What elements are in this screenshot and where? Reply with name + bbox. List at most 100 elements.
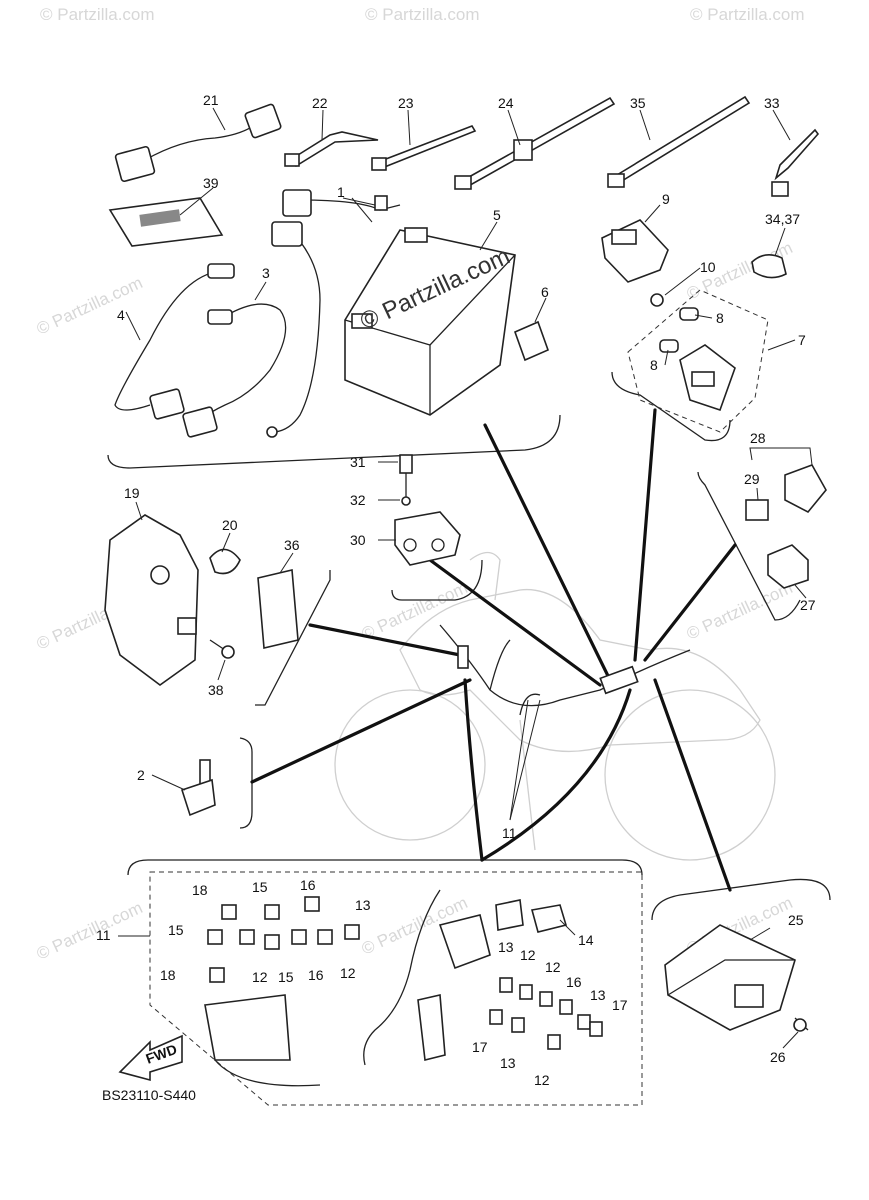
group-brackets (107, 289, 831, 1106)
wire-harness (439, 624, 691, 716)
callout-30: 30 (350, 532, 366, 548)
fuse-block-wire (214, 1059, 321, 1087)
callout-28: 28 (750, 430, 766, 446)
connector (149, 388, 185, 420)
relay-leader (633, 408, 657, 662)
relay-fuse (691, 371, 715, 387)
part-15-fuse (264, 934, 280, 950)
watermark: © Partzilla.com (40, 5, 155, 24)
harness-junction (599, 665, 639, 695)
part-6-block (513, 320, 550, 362)
connector (244, 103, 282, 139)
fuse-harness-plug (495, 899, 524, 931)
callout-17a: 17 (612, 997, 628, 1013)
bracket-28 (749, 447, 813, 466)
bolt-leader (428, 558, 602, 687)
fuse-right-leader (480, 688, 632, 862)
callout-26: 26 (770, 1049, 786, 1065)
ecu-bracket (255, 570, 331, 706)
callout-16c: 16 (566, 974, 582, 990)
part-13-fuse (499, 977, 513, 993)
sensor-bracket (239, 737, 253, 829)
part-25-regulator (664, 924, 809, 1032)
battery-terminal (404, 227, 428, 243)
part-23-tie (376, 125, 477, 169)
part-4-wire (114, 271, 216, 411)
part-3-4-leads (114, 263, 287, 438)
callout-38: 38 (208, 682, 224, 698)
watermark: © Partzilla.com (34, 898, 146, 964)
sensor-body (180, 778, 216, 817)
part-13-fuse (344, 924, 360, 940)
part-17-fuse (589, 1021, 603, 1037)
battery-terminal (351, 313, 373, 329)
group-leaders (250, 408, 737, 892)
part-31-bolt-head (399, 454, 413, 474)
cover (104, 514, 199, 686)
watermark: © Partzilla.com (34, 273, 146, 339)
callout-7: 7 (798, 332, 806, 348)
part-30-31-32-bracket (394, 454, 461, 566)
part-34-37-clamp (751, 254, 787, 279)
part-15-fuse (207, 929, 223, 945)
callout-4: 4 (117, 307, 125, 323)
part-1-battery-cable (266, 189, 401, 438)
callout-15b: 15 (168, 922, 184, 938)
callout-18a: 18 (192, 882, 208, 898)
relay-bracket (611, 371, 731, 442)
callout-8b: 8 (650, 357, 658, 373)
fuse-box-bracket (127, 859, 643, 876)
bodywork-outline (399, 588, 761, 753)
callout-31: 31 (350, 454, 366, 470)
callout-2: 2 (137, 767, 145, 783)
fuse-block-housing (204, 994, 291, 1061)
part-18-fuse (221, 904, 237, 920)
callout-9: 9 (662, 191, 670, 207)
part-36-block (257, 569, 299, 649)
callout-13d: 13 (500, 1055, 516, 1071)
part-12-fuse (519, 984, 533, 1000)
callout-21: 21 (203, 92, 219, 108)
harness-connector (457, 645, 469, 669)
callout-34-37: 34,37 (765, 211, 800, 227)
part-20-clamp (209, 548, 241, 575)
callout-12e: 12 (534, 1072, 550, 1088)
battery-body (344, 229, 516, 416)
bracket-hole (403, 538, 417, 552)
part-27-28-29-connectors (745, 447, 827, 589)
callout-14: 14 (578, 932, 594, 948)
fuse-harness (363, 889, 441, 1066)
part-18-fuse (209, 967, 225, 983)
tie-head (454, 175, 472, 190)
callout-29: 29 (744, 471, 760, 487)
callout-12b: 12 (545, 959, 561, 975)
bolt-bracket (391, 559, 483, 601)
fuse-harness-connector (438, 914, 491, 970)
ecu-leader (308, 623, 462, 657)
callout-12c: 12 (252, 969, 268, 985)
harness-branch (519, 693, 541, 716)
part-13-fuse (577, 1014, 591, 1030)
part-2-sensor (180, 759, 216, 817)
part-28-connector (784, 464, 827, 514)
part-12-fuse (317, 929, 333, 945)
callout-13a: 13 (355, 897, 371, 913)
cable-ties (284, 95, 820, 197)
watermark: © Partzilla.com (365, 5, 480, 24)
rear-wheel-outline (604, 689, 776, 861)
part-3-wire (199, 303, 287, 421)
sensor-leader (250, 678, 472, 784)
cover-tab (177, 617, 197, 635)
part-8-cover (679, 307, 699, 321)
upper-left-bracket (107, 414, 561, 469)
part-38-screw-head (221, 645, 235, 659)
part-32-washer (401, 496, 411, 506)
part-24-tie (458, 96, 616, 190)
part-30-bracket (394, 511, 461, 566)
callout-18b: 18 (160, 967, 176, 983)
callout-33: 33 (764, 95, 780, 111)
regulator-leader (653, 678, 732, 892)
part-16-fuse (559, 999, 573, 1015)
part-13-fuse (511, 1017, 525, 1033)
connector (182, 406, 218, 438)
